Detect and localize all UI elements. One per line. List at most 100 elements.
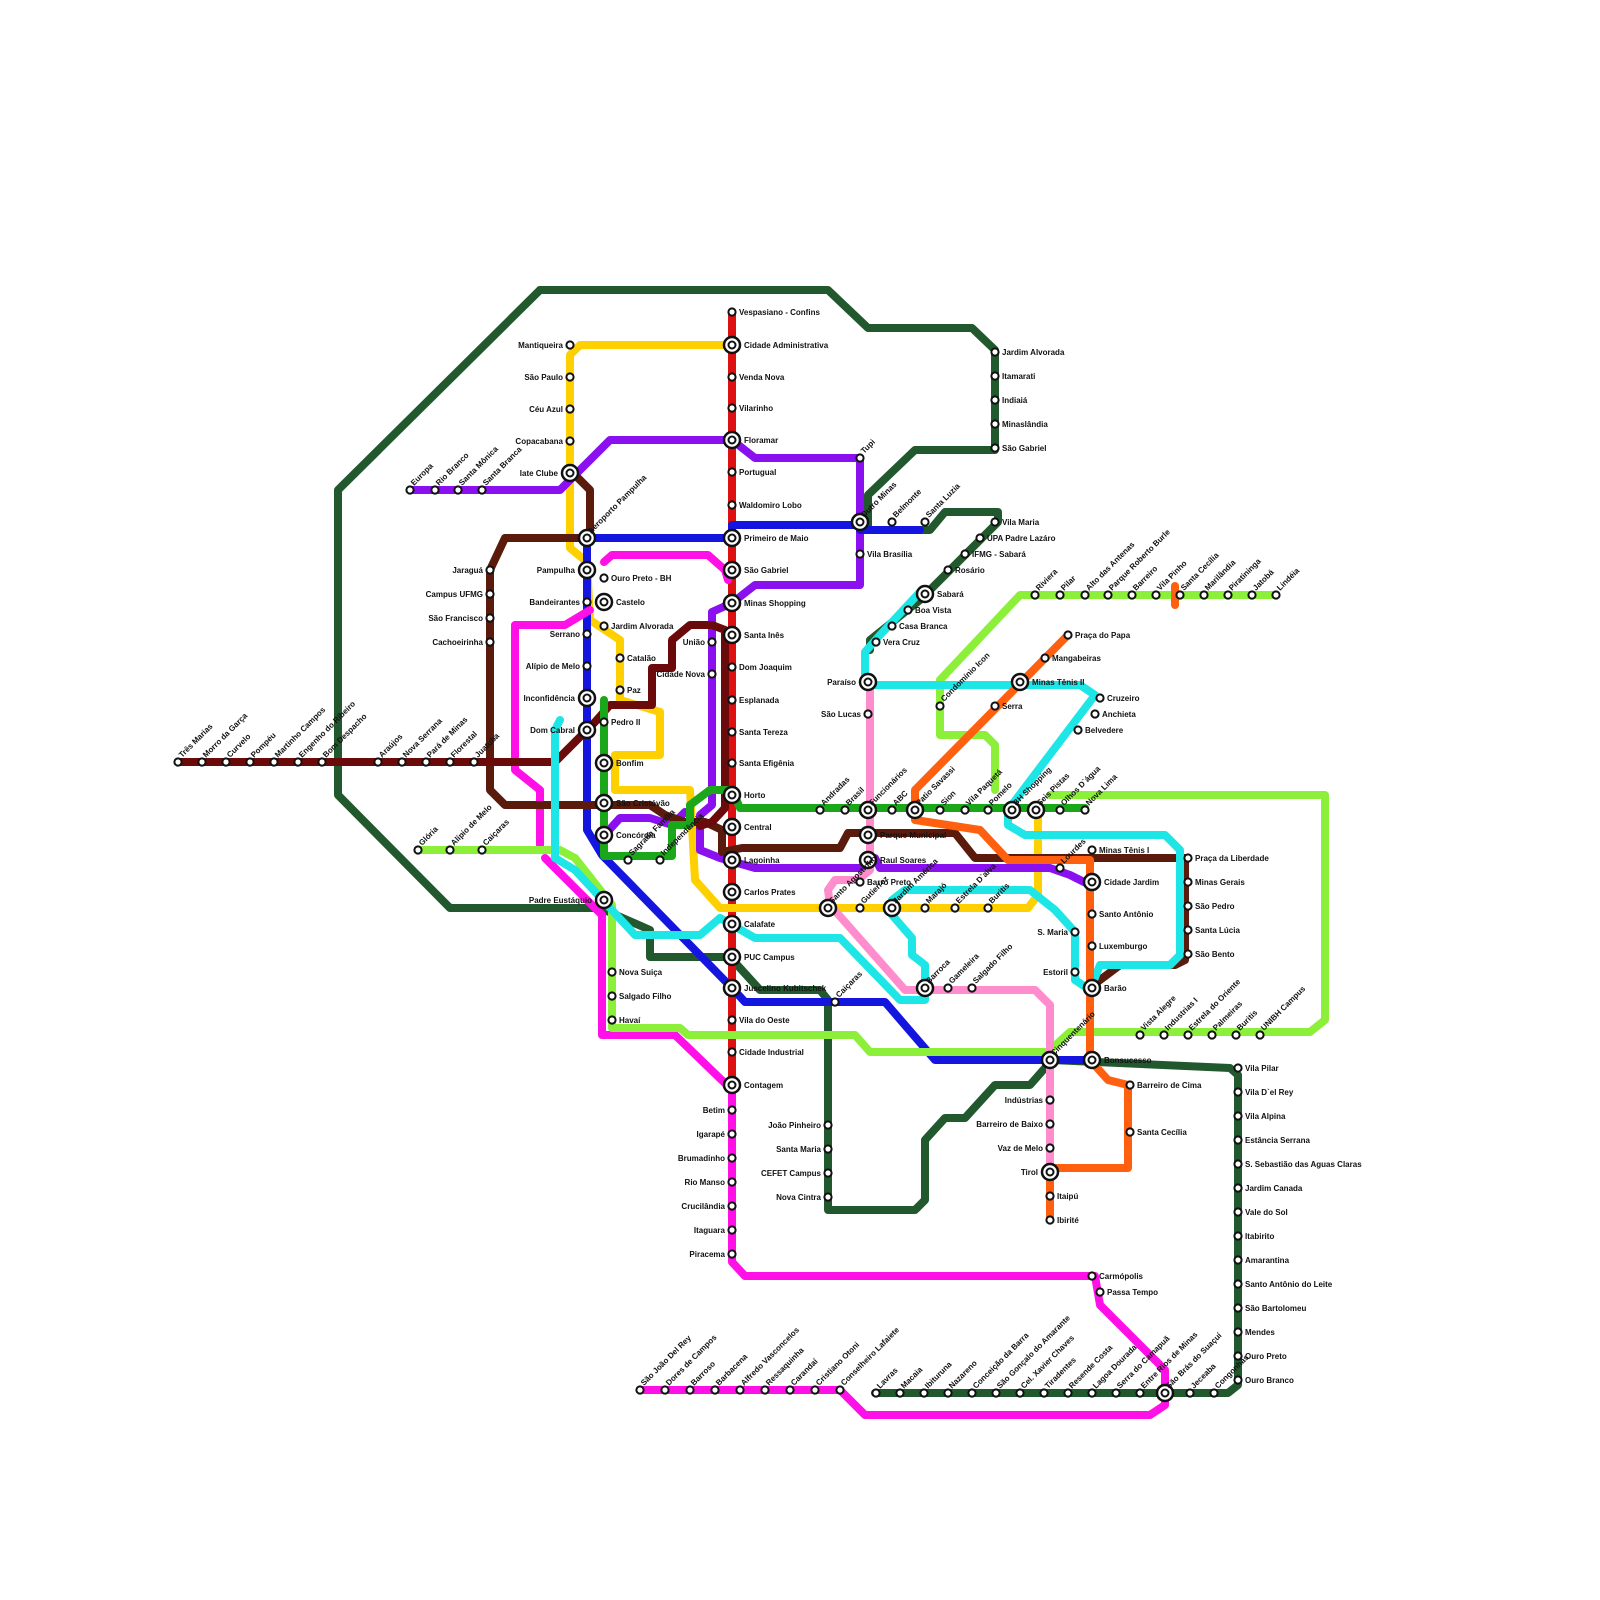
station-saolucas[interactable]: São Lucas xyxy=(821,710,872,719)
station-saofrancisco[interactable]: São Francisco xyxy=(428,614,493,623)
station-ifmg[interactable]: IFMG - Sabará xyxy=(961,550,1026,559)
station-santacecilia2[interactable]: Santa Cecília xyxy=(1126,1128,1187,1137)
station-cruzeiro[interactable]: Cruzeiro xyxy=(1096,694,1139,703)
station-paz[interactable]: Paz xyxy=(616,686,640,695)
station-minastenis1[interactable]: Minas Tênis I xyxy=(1088,846,1149,855)
station-veracruz[interactable]: Vera Cruz xyxy=(872,638,920,647)
station-serra[interactable]: Serra xyxy=(991,702,1023,711)
station-cidadeindustrial[interactable]: Cidade Industrial xyxy=(728,1048,804,1057)
station-bomdespacho[interactable]: Bom Despacho xyxy=(318,712,368,766)
station-bandeirantes[interactable]: Bandeirantes xyxy=(529,598,590,607)
station-calafate[interactable]: Calafate xyxy=(724,916,776,932)
station-anchieta[interactable]: Anchieta xyxy=(1091,710,1136,719)
station-saobartolomeu[interactable]: São Bartolomeu xyxy=(1234,1304,1306,1313)
station-inconfidencia[interactable]: Inconfidência xyxy=(523,690,595,706)
station-rosario[interactable]: Rosário xyxy=(944,566,984,575)
station-passatempo[interactable]: Passa Tempo xyxy=(1096,1288,1158,1297)
station-boavista[interactable]: Boa Vista xyxy=(904,606,951,615)
station-belvedere[interactable]: Belvedere xyxy=(1074,726,1123,735)
station-cefet[interactable]: CEFET Campus xyxy=(761,1169,832,1178)
station-pracapapa[interactable]: Praça do Papa xyxy=(1064,631,1130,640)
station-tirol[interactable]: Tirol xyxy=(1021,1164,1058,1180)
station-belmonte[interactable]: Belmonte xyxy=(888,487,923,526)
station-ourobranco[interactable]: Ouro Branco xyxy=(1234,1376,1294,1385)
station-vendanova[interactable]: Venda Nova xyxy=(728,373,785,382)
station-campusufmg[interactable]: Campus UFMG xyxy=(426,590,494,599)
station-central[interactable]: Central xyxy=(724,819,772,835)
station-minasshopping[interactable]: Minas Shopping xyxy=(724,595,806,611)
station-ibirite[interactable]: Ibirité xyxy=(1046,1216,1079,1225)
station-saobento[interactable]: São Bento xyxy=(1184,950,1234,959)
station-vilabrasilia[interactable]: Vila Brasília xyxy=(856,550,912,559)
station-copacabana[interactable]: Copacabana xyxy=(515,437,573,446)
station-contagem[interactable]: Contagem xyxy=(724,1077,783,1093)
station-ssebastiao[interactable]: S. Sebastião das Aguas Claras xyxy=(1234,1160,1362,1169)
station-vilaalpina[interactable]: Vila Alpina xyxy=(1234,1112,1286,1121)
station-barreirodecima[interactable]: Barreiro de Cima xyxy=(1126,1081,1202,1090)
station-barreirodebaixo[interactable]: Barreiro de Baixo xyxy=(976,1120,1053,1129)
station-casabranca[interactable]: Casa Branca xyxy=(888,622,948,631)
station-domcabral[interactable]: Dom Cabral xyxy=(530,722,595,738)
station-mantiqueira[interactable]: Mantiqueira xyxy=(518,341,574,350)
station-jardimalv2[interactable]: Jardim Alvorada xyxy=(991,348,1065,357)
station-pracaliberdade[interactable]: Praça da Liberdade xyxy=(1184,854,1269,863)
station-santoantonio[interactable]: Santo Antônio xyxy=(1088,910,1153,919)
station-puccampus[interactable]: PUC Campus xyxy=(724,949,795,965)
station-domjoaquim[interactable]: Dom Joaquim xyxy=(728,663,792,672)
station-itaguara[interactable]: Itaguara xyxy=(694,1226,736,1235)
station-cidadenova[interactable]: Cidade Nova xyxy=(657,670,716,679)
station-crucilandia[interactable]: Crucilândia xyxy=(681,1202,735,1211)
station-santamaria[interactable]: Santa Maria xyxy=(776,1145,832,1154)
station-sabara[interactable]: Sabará xyxy=(917,586,964,602)
station-vazdemelo[interactable]: Vaz de Melo xyxy=(998,1144,1054,1153)
station-luxemburgo[interactable]: Luxemburgo xyxy=(1088,942,1147,951)
station-joaopinheiro[interactable]: João Pinheiro xyxy=(768,1121,832,1130)
station-serrano[interactable]: Serrano xyxy=(550,630,591,639)
station-salgadofilho2[interactable]: Salgado Filho xyxy=(968,942,1014,992)
station-vilapilar[interactable]: Vila Pilar xyxy=(1234,1064,1278,1073)
station-ouropreto[interactable]: Ouro Preto - BH xyxy=(600,574,671,583)
station-santaines[interactable]: Santa Inês xyxy=(724,627,785,643)
station-itaipu[interactable]: Itaipú xyxy=(1046,1192,1078,1201)
station-novasuica[interactable]: Nova Suiça xyxy=(608,968,662,977)
station-catalao[interactable]: Catalão xyxy=(616,654,656,663)
station-novacintra[interactable]: Nova Cintra xyxy=(776,1193,832,1202)
station-salgadofilho1[interactable]: Salgado Filho xyxy=(608,992,671,1001)
station-vespasiano[interactable]: Vespasiano - Confins xyxy=(728,308,820,317)
station-igarape[interactable]: Igarapé xyxy=(697,1130,736,1139)
station-viladelrey[interactable]: Vila D`el Rey xyxy=(1234,1088,1293,1097)
station-lindeia[interactable]: Lindéia xyxy=(1272,566,1301,599)
station-indiaia[interactable]: Indiaiá xyxy=(991,396,1027,405)
station-estoril[interactable]: Estoril xyxy=(1043,968,1079,977)
station-primeiromaio[interactable]: Primeiro de Maio xyxy=(724,530,809,546)
station-waldomiro[interactable]: Waldomiro Lobo xyxy=(728,501,802,510)
station-floramar[interactable]: Floramar xyxy=(724,432,778,448)
station-santalucia[interactable]: Santa Lúcia xyxy=(1184,926,1240,935)
station-amarantina[interactable]: Amarantina xyxy=(1234,1256,1289,1265)
station-uniao[interactable]: União xyxy=(683,638,716,647)
station-betim[interactable]: Betim xyxy=(703,1106,736,1115)
station-iateclube[interactable]: Iate Clube xyxy=(520,465,578,481)
station-saogabriel2[interactable]: São Gabriel xyxy=(991,444,1046,453)
station-alipio1[interactable]: Alípio de Melo xyxy=(526,662,591,671)
station-barao[interactable]: Barão xyxy=(1084,980,1127,996)
station-tupi[interactable]: Tupi xyxy=(856,438,877,462)
station-paraiso[interactable]: Paraíso xyxy=(827,674,876,690)
station-santaefigenia[interactable]: Santa Efigênia xyxy=(728,759,794,768)
station-saopedro[interactable]: São Pedro xyxy=(1184,902,1234,911)
station-santoantoniodoleite[interactable]: Santo Antônio do Leite xyxy=(1234,1280,1332,1289)
station-smaria[interactable]: S. Maria xyxy=(1037,928,1078,937)
station-minaslandia[interactable]: Minaslândia xyxy=(991,420,1048,429)
station-pampulha[interactable]: Pampulha xyxy=(537,562,595,578)
station-lourdes[interactable]: Lourdes xyxy=(1056,836,1088,871)
station-jaragua[interactable]: Jaraguá xyxy=(452,566,493,575)
station-cidadeadm[interactable]: Cidade Administrativa xyxy=(724,337,829,353)
station-carlosprates[interactable]: Carlos Prates xyxy=(724,884,796,900)
station-minasgerais[interactable]: Minas Gerais xyxy=(1184,878,1245,887)
station-riomanso[interactable]: Rio Manso xyxy=(685,1178,736,1187)
station-santatereza[interactable]: Santa Tereza xyxy=(728,728,788,737)
station-itabirito[interactable]: Itabirito xyxy=(1234,1232,1274,1241)
station-upa[interactable]: UPA Padre Lazáro xyxy=(976,534,1055,543)
station-havai[interactable]: Havaí xyxy=(608,1016,641,1025)
station-jardimcanada[interactable]: Jardim Canada xyxy=(1234,1184,1303,1193)
